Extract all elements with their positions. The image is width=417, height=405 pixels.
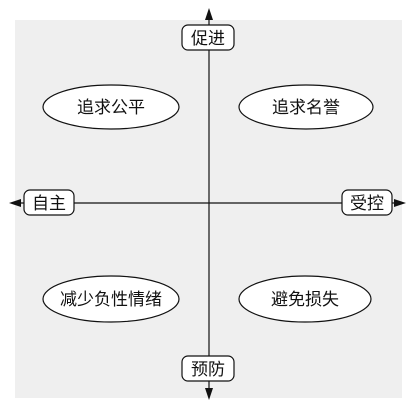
quadrant-top-right: 追求名誉 [238,84,374,130]
arrow-down-icon [205,388,213,400]
axis-label-left: 自主 [23,189,75,216]
quadrant-bottom-right-text: 避免损失 [271,290,339,310]
axis-label-right: 受控 [341,189,393,216]
quadrant-bottom-left: 减少负性情绪 [42,275,180,323]
arrow-left-icon [9,199,21,207]
quadrant-top-right-text: 追求名誉 [272,98,340,118]
axis-label-top: 促进 [181,24,235,51]
arrow-up-icon [205,8,213,20]
arrow-right-icon [394,199,406,207]
axis-label-left-text: 自主 [32,194,66,214]
quadrant-bottom-right: 避免损失 [238,275,372,323]
axis-label-top-text: 促进 [191,29,225,49]
quadrant-top-left: 追求公平 [42,84,180,130]
axis-label-bottom: 预防 [181,355,235,382]
axis-label-right-text: 受控 [350,194,384,214]
quadrant-top-left-text: 追求公平 [77,98,145,118]
quadrant-bottom-left-text: 减少负性情绪 [60,290,162,310]
axis-label-bottom-text: 预防 [191,360,225,380]
